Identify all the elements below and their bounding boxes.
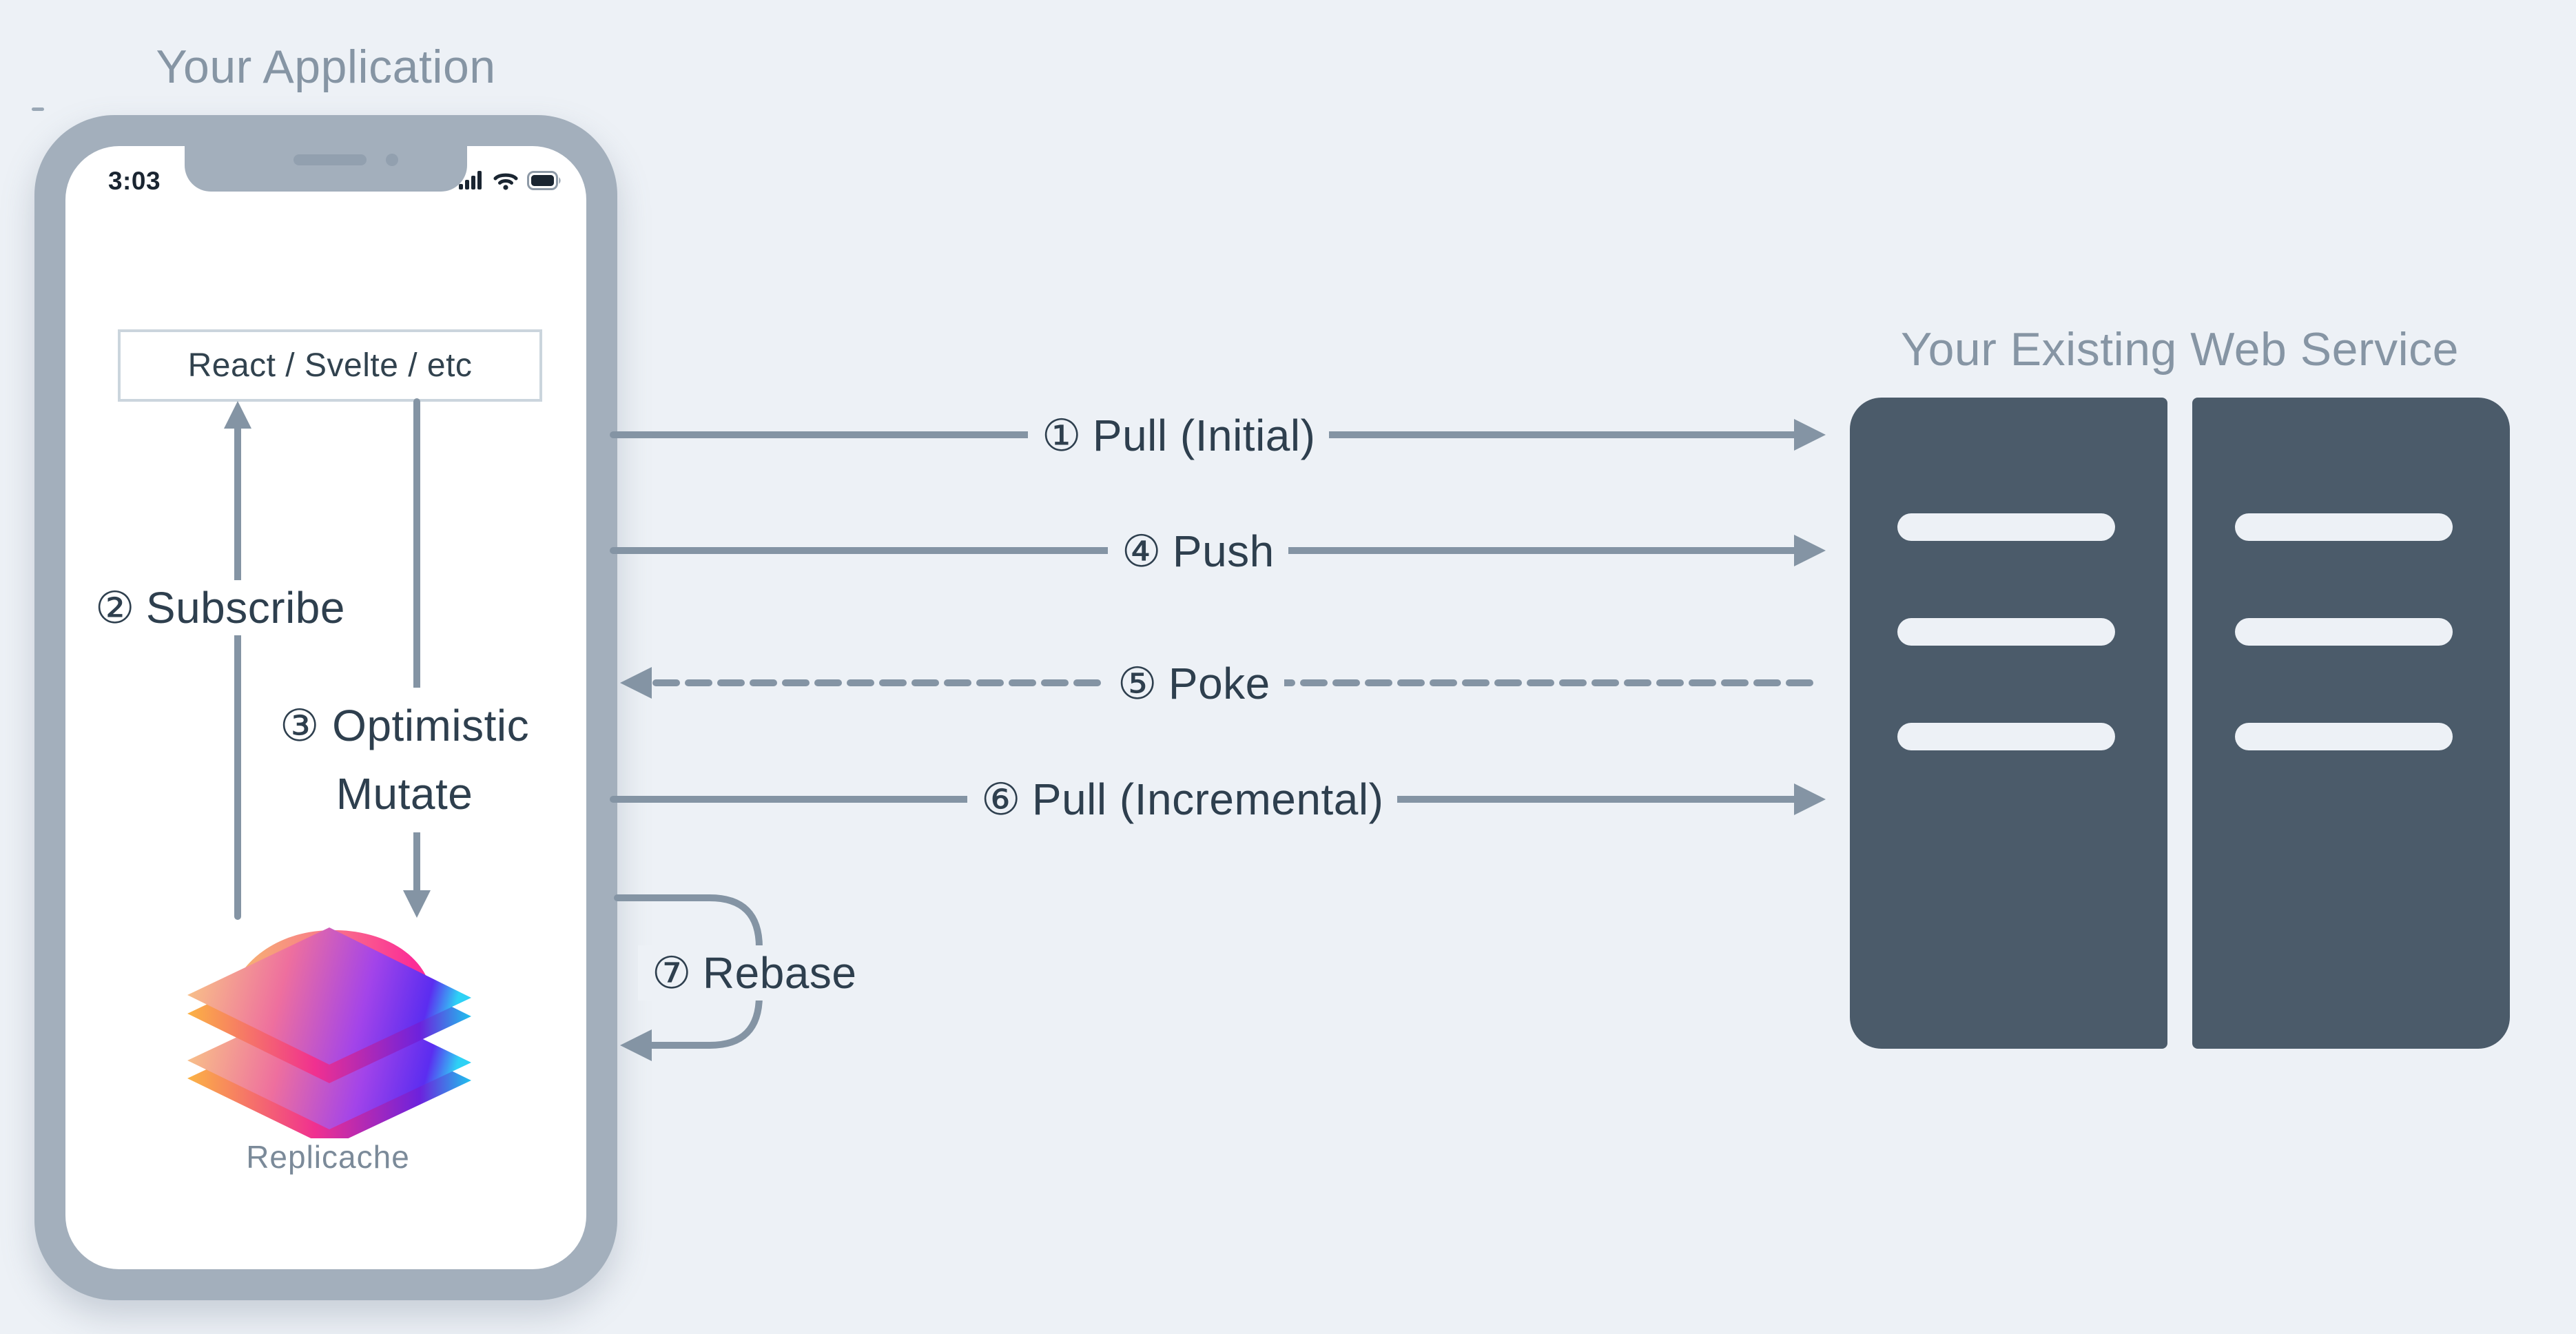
optimistic-mutate-label: ③ Optimistic Mutate (270, 688, 539, 833)
framework-box: React / Svelte / etc (118, 329, 542, 402)
battery-icon (527, 171, 561, 194)
status-bar-time: 3:03 (107, 167, 161, 195)
server-slot (1897, 513, 2115, 541)
push-arrowhead (1794, 535, 1826, 566)
server-slot (2235, 618, 2453, 646)
poke-arrowhead (620, 667, 652, 699)
push-label: ④ Push (1108, 524, 1288, 579)
pull-incremental-number: ⑥ (981, 774, 1021, 824)
server-slot (2235, 723, 2453, 750)
subscribe-label: ② Subscribe (81, 580, 359, 635)
web-service-title: Your Existing Web Service (1900, 323, 2459, 376)
server-slot (1897, 618, 2115, 646)
pull-incremental-label: ⑥ Pull (Incremental) (967, 772, 1398, 827)
wifi-icon (493, 171, 518, 194)
pull-initial-arrowhead (1794, 419, 1826, 451)
server-slot (2235, 513, 2453, 541)
replicache-caption: Replicache (246, 1139, 410, 1175)
subscribe-number: ② (95, 582, 135, 633)
speaker-pill (293, 154, 367, 165)
poke-label: ⑤ Poke (1104, 656, 1284, 711)
pull-incremental-text: Pull (Incremental) (1031, 774, 1384, 824)
optimistic-text2: Mutate (336, 769, 473, 819)
poke-text: Poke (1168, 659, 1270, 708)
rebase-arrowhead (620, 1029, 652, 1061)
server-slot (1897, 723, 2115, 750)
camera-dot (386, 154, 398, 166)
phone-notch (185, 146, 467, 192)
push-number: ④ (1122, 526, 1162, 576)
optimistic-number: ③ (280, 701, 320, 750)
status-bar-icons (459, 171, 561, 194)
poke-number: ⑤ (1117, 658, 1157, 708)
pull-initial-number: ① (1042, 410, 1082, 460)
application-title: Your Application (156, 41, 496, 93)
optimistic-text1: Optimistic (332, 701, 530, 750)
decorative-dash (32, 107, 44, 111)
rebase-label: ⑦ Rebase (638, 945, 871, 1000)
push-text: Push (1172, 526, 1275, 576)
pull-initial-text: Pull (Initial) (1092, 411, 1316, 460)
optimistic-line1: ③ Optimistic (280, 692, 529, 760)
server-rack-right (2192, 398, 2510, 1049)
signal-bars-icon (459, 171, 484, 194)
replicache-logo-icon (187, 927, 471, 1138)
server-rack-left (1850, 398, 2167, 1049)
rebase-number: ⑦ (652, 947, 692, 998)
pull-initial-label: ① Pull (Initial) (1028, 408, 1330, 463)
pull-incremental-arrowhead (1794, 783, 1826, 815)
subscribe-text: Subscribe (145, 583, 345, 633)
rebase-text: Rebase (702, 948, 857, 998)
framework-box-label: React / Svelte / etc (187, 347, 473, 384)
